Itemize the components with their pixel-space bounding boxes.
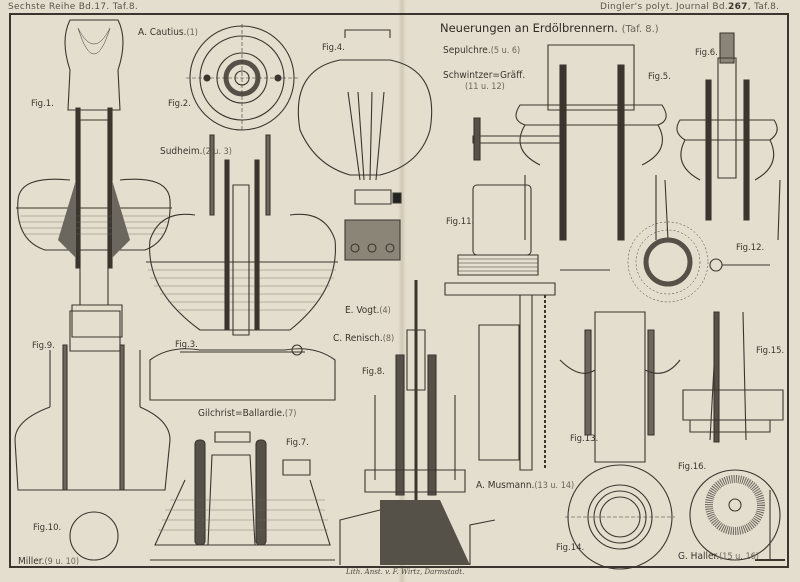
lithographer-imprint: Lith. Anst. v. F. Wirtz, Darmstadt. xyxy=(346,568,465,576)
label-gilchrist-ballardie: Gilchrist=Ballardie.(7) xyxy=(198,408,297,419)
fig11-drawing xyxy=(445,185,610,470)
center-fold xyxy=(398,0,406,582)
label-musmann: A. Musmann.(13 u. 14) xyxy=(476,480,575,491)
label-sepulchre: Sepulchre.(5 u. 6) xyxy=(443,45,521,56)
fig-label-1: Fig.1. xyxy=(31,99,54,109)
label-vogt: E. Vogt.(4) xyxy=(345,305,391,316)
header-journal: Dingler's polyt. Journal Bd.267, Taf.8. xyxy=(600,2,780,12)
label-schwintzer-graeff: Schwintzer=Gräff.(11 u. 12) xyxy=(443,70,526,92)
fig7-drawing xyxy=(150,432,335,560)
header-journal-suffix: Taf.8. xyxy=(754,2,780,12)
fig-label-6: Fig.6. xyxy=(695,48,718,58)
fig6-drawing xyxy=(665,33,780,240)
fig-label-3: Fig.3. xyxy=(175,340,198,350)
fig3-drawing xyxy=(146,135,338,400)
label-renisch: C. Renisch.(8) xyxy=(333,333,395,344)
plate-title-ref: (Taf. 8.) xyxy=(621,24,659,35)
header-journal-volume: 267 xyxy=(728,2,748,12)
fig9-drawing xyxy=(15,311,170,490)
fig-label-5: Fig.5. xyxy=(648,72,671,82)
fig-label-13: Fig.13. xyxy=(570,434,599,444)
fig-label-11: Fig.11. xyxy=(446,217,475,227)
plate-frame xyxy=(9,13,789,568)
fig8-drawing xyxy=(340,280,495,565)
label-cautius: A. Cautius.(1) xyxy=(138,27,198,38)
fig-label-12: Fig.12. xyxy=(736,243,765,253)
label-miller: Miller.(9 u. 10) xyxy=(18,556,80,567)
fig4-drawing xyxy=(298,30,431,260)
header-series: Sechste Reihe Bd.17. Taf.8. xyxy=(8,2,139,12)
fig15-drawing xyxy=(683,312,783,442)
fig10-drawing xyxy=(70,512,118,560)
fig-label-10: Fig.10. xyxy=(33,523,62,533)
fig2-drawing xyxy=(186,24,298,132)
fig-label-9: Fig.9. xyxy=(32,341,55,351)
header-journal-prefix: Dingler's polyt. Journal Bd. xyxy=(600,2,729,12)
fig-label-7: Fig.7. xyxy=(286,438,309,448)
fig-label-8: Fig.8. xyxy=(362,367,385,377)
fig13-drawing xyxy=(560,312,680,462)
plate-title-text: Neuerungen an Erdölbrennern. xyxy=(440,21,618,35)
fig12-drawing xyxy=(628,222,770,302)
label-haller: G. Haller.(15 u. 16) xyxy=(678,551,759,562)
fig-label-2: Fig.2. xyxy=(168,99,191,109)
fig1-drawing xyxy=(16,20,172,337)
fig16-drawing xyxy=(690,470,785,560)
fig-label-16: Fig.16. xyxy=(678,462,707,472)
label-sudheim: Sudheim.(2 u. 3) xyxy=(160,146,232,157)
fig14-drawing xyxy=(565,465,675,569)
plate-title: Neuerungen an Erdölbrennern. (Taf. 8.) xyxy=(440,21,659,35)
fig-label-15: Fig.15. xyxy=(756,346,785,356)
fig-label-14: Fig.14. xyxy=(556,543,585,553)
fig5-drawing xyxy=(473,45,666,240)
fig-label-4: Fig.4. xyxy=(322,43,345,53)
